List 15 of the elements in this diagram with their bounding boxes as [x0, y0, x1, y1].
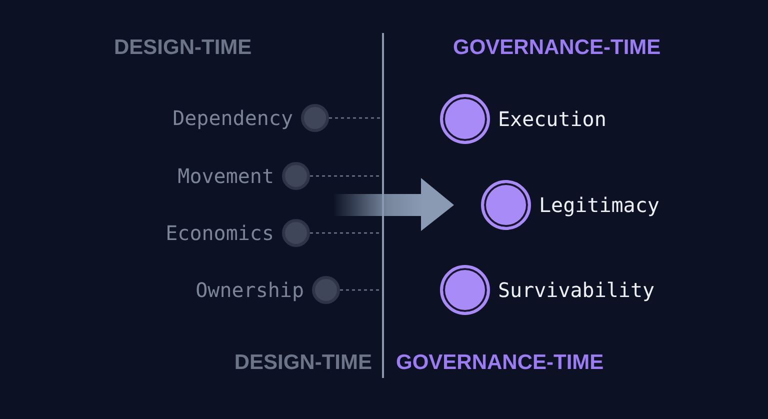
- dashed-connector: [310, 232, 381, 234]
- node-label: Movement: [178, 164, 274, 188]
- node-label: Economics: [166, 221, 274, 245]
- dashed-connector: [340, 289, 381, 291]
- column-heading: DESIGN-TIME: [114, 36, 252, 60]
- column-heading: DESIGN-TIME: [234, 351, 372, 375]
- dashed-connector: [329, 117, 381, 119]
- node-label: Legitimacy: [539, 193, 660, 217]
- node-label: Dependency: [172, 106, 293, 130]
- node-label: Ownership: [196, 278, 304, 302]
- column-heading: GOVERNANCE-TIME: [453, 36, 661, 60]
- dashed-connector: [310, 175, 381, 177]
- column-heading: GOVERNANCE-TIME: [396, 351, 604, 375]
- node-label: Survivability: [498, 278, 655, 302]
- node-label: Execution: [498, 107, 606, 131]
